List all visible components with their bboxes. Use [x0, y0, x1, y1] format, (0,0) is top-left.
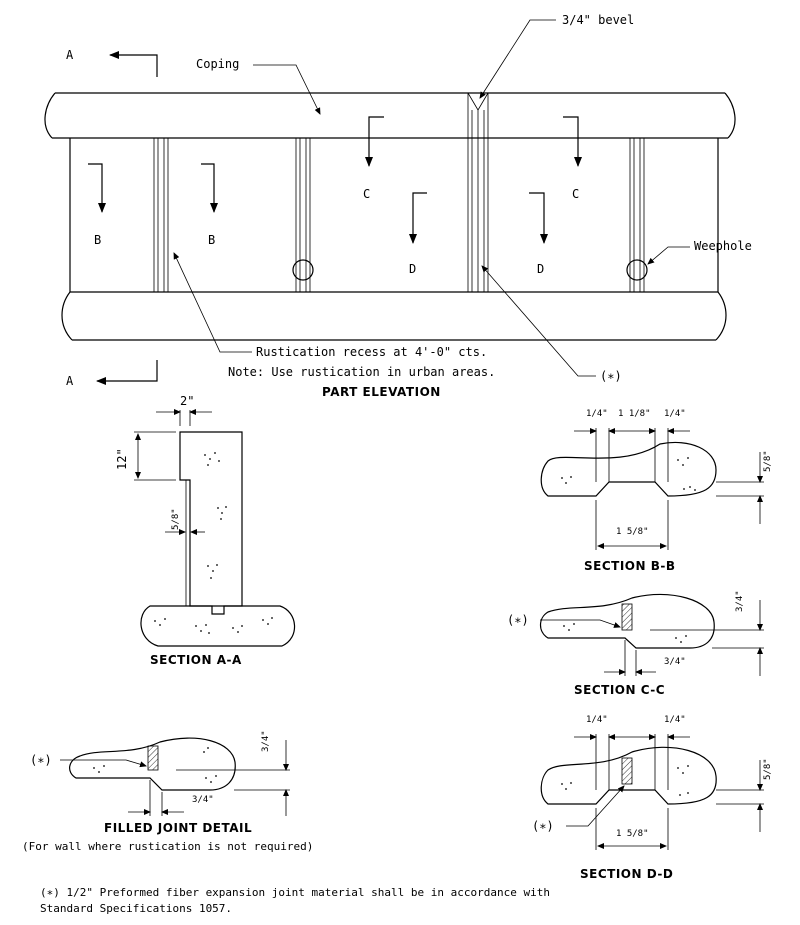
joint-filler: [621, 603, 633, 631]
dim-text: 1/4": [586, 715, 608, 725]
dim-text: 5/8": [171, 508, 181, 530]
coping-label: Coping: [196, 57, 239, 71]
section-b-b: 1/4" 1 1/8" 1/4" 5/8" 1 5/8" SECTION B-B: [540, 409, 773, 573]
section-letter: B: [208, 233, 215, 247]
rustication-label: Rustication recess at 4'-0" cts.: [256, 345, 487, 359]
section-b-arrow: [201, 163, 218, 213]
section-c-c-title: SECTION C-C: [574, 683, 665, 697]
footnote-line-1: (∗) 1/2" Preformed fiber expansion joint…: [40, 886, 550, 899]
dim-text: 1/4": [586, 409, 608, 419]
dim-text: 1/4": [664, 715, 686, 725]
dim-text: 5/8": [763, 450, 773, 472]
asterisk-ref: (∗): [30, 753, 52, 767]
dim-text: 1/4": [664, 409, 686, 419]
filled-joint-title: FILLED JOINT DETAIL: [104, 821, 252, 835]
weephole-circle: [292, 259, 314, 281]
footnote-line-2: Standard Specifications 1057.: [40, 902, 232, 915]
section-c-arrow: [365, 116, 384, 167]
dim-text: 3/4": [735, 590, 745, 612]
section-c-arrow: [563, 116, 582, 167]
section-b-b-title: SECTION B-B: [584, 559, 676, 573]
section-d-d: 1/4" 1/4" 5/8" (∗) 1 5/8" SECTION D-D: [532, 715, 773, 881]
section-b-arrow: [88, 163, 106, 213]
asterisk-ref: (∗): [600, 369, 622, 383]
section-a-marker-bottom: A: [66, 360, 158, 388]
rustication-recess: [629, 138, 645, 292]
section-a-marker-top: A: [66, 48, 158, 77]
section-letter: A: [66, 48, 74, 62]
filled-joint-detail: (∗) 3/4" 3/4" FILLED JOINT DETAIL (For w…: [22, 730, 313, 853]
dim-text: 1 5/8": [616, 527, 649, 537]
weephole-label: Weephole: [694, 239, 752, 253]
rustication-recess: [295, 138, 311, 292]
section-letter: B: [94, 233, 101, 247]
section-d-arrow: [529, 192, 548, 244]
dim-text: 2": [180, 394, 194, 408]
joint-filler: [621, 757, 633, 785]
section-d-d-title: SECTION D-D: [580, 867, 673, 881]
filled-joint-subtitle: (For wall where rustication is not requi…: [22, 840, 313, 853]
bevel-label: 3/4" bevel: [562, 13, 634, 27]
asterisk-ref: (∗): [532, 819, 554, 833]
section-letter: C: [363, 187, 370, 201]
section-letter: D: [537, 262, 544, 276]
section-a-a-title: SECTION A-A: [150, 653, 242, 667]
dim-text: 3/4": [192, 795, 214, 805]
weephole-circle: [626, 259, 648, 281]
section-d-arrow: [409, 192, 427, 244]
joint-filler: [147, 745, 159, 771]
section-a-a: 2" 12" 5/8" SECTION A-A: [115, 394, 296, 667]
section-letter: A: [66, 374, 74, 388]
section-letter: D: [409, 262, 416, 276]
elevation-note: Note: Use rustication in urban areas.: [228, 365, 495, 379]
dim-text: 5/8": [763, 758, 773, 780]
asterisk-ref: (∗): [507, 613, 529, 627]
section-letter: C: [572, 187, 579, 201]
dim-text: 1 5/8": [616, 829, 649, 839]
section-c-c: (∗) 3/4" 3/4" SECTION C-C: [507, 590, 764, 697]
rustication-recess: [153, 138, 169, 292]
part-elevation: A A B B C C D D Coping 3/4" bevel Weepho…: [44, 13, 752, 399]
dim-text: 12": [115, 448, 129, 470]
dim-text: 3/4": [664, 657, 686, 667]
part-elevation-title: PART ELEVATION: [322, 385, 441, 399]
dim-text: 1 1/8": [618, 409, 651, 419]
dim-text: 3/4": [261, 730, 271, 752]
center-joint: [467, 92, 489, 292]
